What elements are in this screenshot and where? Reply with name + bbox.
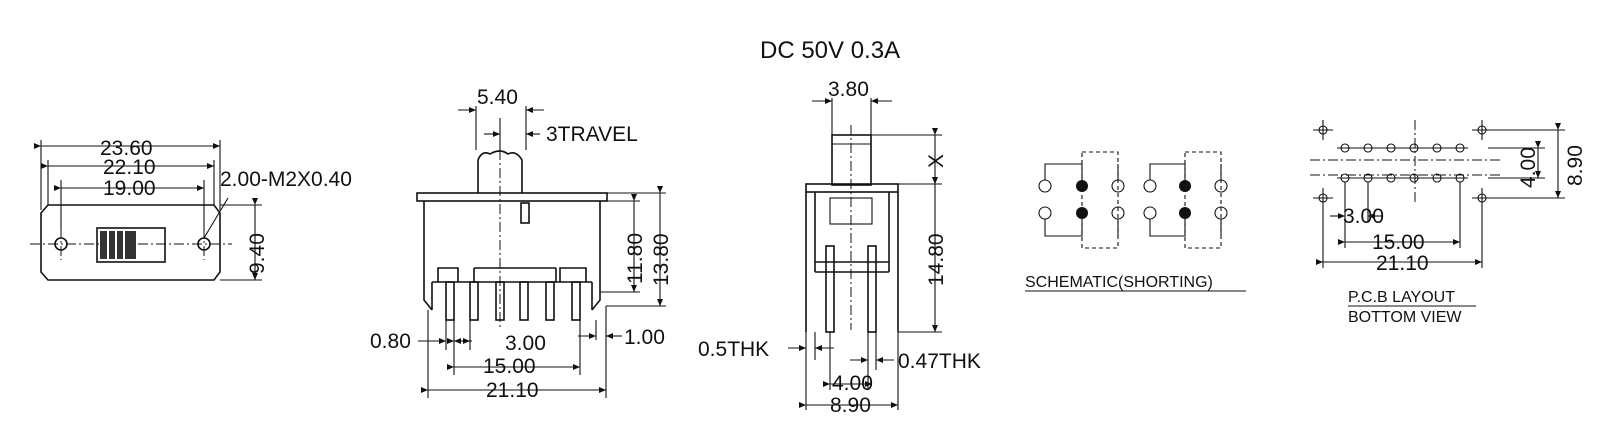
side-dim-body-thk: 0.5THK (698, 338, 769, 361)
top-dim-screw: 2.00-M2X0.40 (220, 168, 352, 191)
front-view: 5.40 3TRAVEL (370, 86, 673, 402)
pcb-layout: 4.00 8.90 3.00 15.00 21.10 P.C.B LAYOUT … (1310, 120, 1587, 326)
side-dim-actuator: 3.80 (828, 78, 869, 101)
pcb-dim-pin-pitch: 3.00 (1343, 205, 1384, 228)
front-dim-actuator: 5.40 (477, 86, 518, 109)
pcb-dim-total: 21.10 (1376, 252, 1429, 275)
front-dim-body-height: 11.80 (624, 233, 647, 284)
front-dim-pin-span: 15.00 (483, 355, 536, 378)
top-dim-width: 23.60 (100, 137, 153, 160)
front-dim-pitch: 3.00 (505, 332, 546, 355)
pcb-dim-mount-pitch: 8.90 (1564, 145, 1587, 186)
front-dim-total-width: 21.10 (486, 379, 539, 402)
top-dim-inner: 22.10 (103, 156, 156, 179)
side-dim-pin-pitch: 4.00 (832, 372, 873, 395)
side-dim-height: 14.80 (925, 233, 948, 286)
front-dim-pin-width: 0.80 (370, 330, 411, 353)
front-dim-travel: 3TRAVEL (546, 123, 638, 146)
schematic: SCHEMATIC(SHORTING) (1025, 151, 1246, 292)
side-view: 3.80 X 14.80 0.5THK 0.47THK (698, 78, 981, 417)
side-dim-pin-thk: 0.47THK (898, 350, 981, 373)
schematic-label: SCHEMATIC(SHORTING) (1025, 274, 1213, 291)
top-dim-height: 9.40 (246, 233, 269, 274)
top-dim-holes: 19.00 (103, 177, 156, 200)
pcb-mount-holes (1313, 120, 1492, 208)
pcb-pin-holes (1337, 143, 1468, 183)
side-dim-width: 8.90 (830, 394, 871, 417)
side-dim-x: X (925, 154, 948, 168)
front-pins (431, 281, 593, 321)
pcb-dim-row-pitch: 4.00 (1517, 147, 1540, 188)
top-view: 23.60 22.10 19.00 2.00-M2X0.40 9.40 (30, 137, 352, 281)
front-dim-offset: 1.00 (624, 326, 665, 349)
rating-label: DC 50V 0.3A (760, 37, 900, 64)
front-dim-total-height: 13.80 (650, 233, 673, 286)
pcb-label-line1: P.C.B LAYOUT (1348, 289, 1455, 306)
pcb-label-line2: BOTTOM VIEW (1348, 309, 1462, 326)
pcb-dim-pin-span: 15.00 (1372, 231, 1425, 254)
